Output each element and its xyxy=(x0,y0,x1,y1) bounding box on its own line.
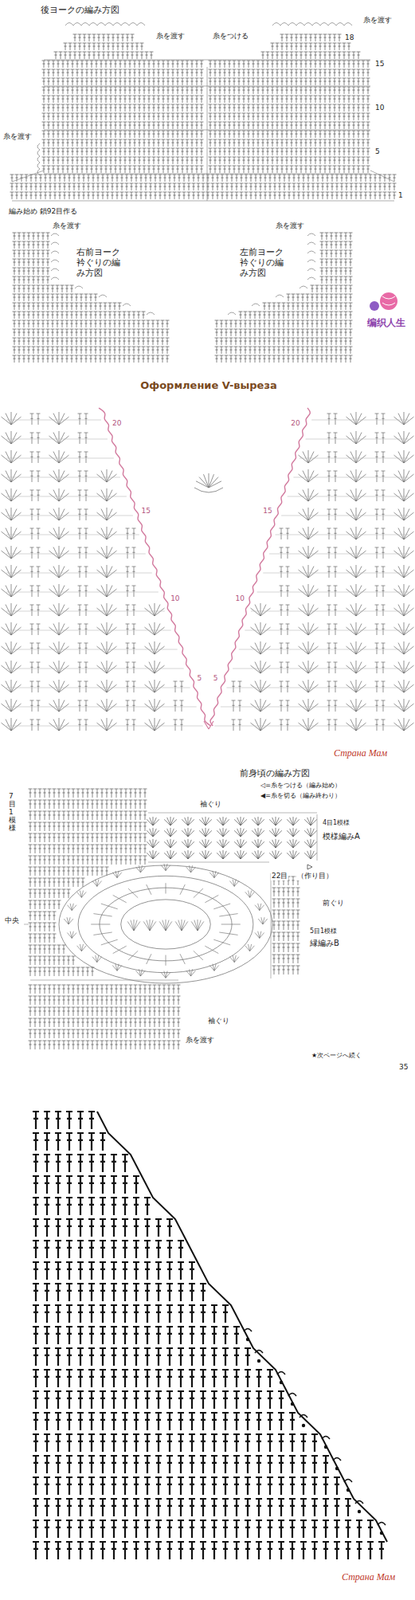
note: 糸を渡す xyxy=(155,31,186,41)
pattern-name: 模様編みA xyxy=(321,831,361,842)
slip-stitch xyxy=(357,1509,361,1513)
note: ★次ページへ続く xyxy=(310,1051,363,1060)
repeat-note: 7目1模様 xyxy=(7,792,17,832)
row-number: 10 xyxy=(374,103,385,113)
stitch-grid xyxy=(10,34,397,200)
note: 糸をつける xyxy=(211,31,250,41)
chain-row xyxy=(6,419,409,726)
symbol-key: ◀=糸を切る（編み終わり） xyxy=(259,791,342,800)
row-number: 5 xyxy=(212,673,220,683)
note: 糸を渡す xyxy=(51,221,83,231)
watermark: 编织人生 xyxy=(366,317,407,329)
v-edge xyxy=(98,407,212,726)
row-number: 10 xyxy=(169,594,181,603)
chart-rule xyxy=(23,812,318,980)
symbol-key: ◁=糸をつける（編み始め） xyxy=(259,781,342,790)
yarn-ball xyxy=(369,301,380,311)
watermark: Страна Мам xyxy=(340,1570,396,1582)
fan-stitch xyxy=(63,863,267,978)
chart-title: 左前ヨーク 衿ぐりの編み方図 xyxy=(238,246,292,279)
row-number: 18 xyxy=(344,33,355,43)
chart-title: Оформление V-выреза xyxy=(139,379,278,392)
row-rule xyxy=(11,59,395,201)
row-number: 15 xyxy=(374,59,385,69)
pattern-name: 縁編みB xyxy=(309,938,341,948)
slip-stitch xyxy=(257,1358,261,1363)
motif-symbol xyxy=(194,473,224,493)
row-number: 15 xyxy=(262,506,273,516)
row-number: 20 xyxy=(289,418,301,428)
stitch-grid xyxy=(28,788,318,1050)
note: 糸を渡す xyxy=(274,221,306,231)
watermark: Страна Мам xyxy=(332,747,388,759)
chart-title: 右前ヨーク 衿ぐりの編み方図 xyxy=(75,246,129,279)
note: （作り目） xyxy=(296,871,334,881)
row-number: 5 xyxy=(195,673,203,683)
part-name: 袖ぐり xyxy=(207,1016,231,1026)
chart-title: 後ヨークの編み方図 xyxy=(39,4,121,16)
stitch-grid xyxy=(32,1111,385,1559)
stitch-count: 22目 xyxy=(270,871,289,881)
yarn-ball xyxy=(379,292,398,310)
chart-title: 前身頃の編み方図 xyxy=(238,767,311,779)
v-edge xyxy=(210,407,310,726)
row-number: 15 xyxy=(140,506,152,516)
chain-arc xyxy=(243,1328,386,1526)
chain-arc xyxy=(50,233,316,315)
row-number: 20 xyxy=(111,418,122,428)
note: 糸を渡す xyxy=(362,15,393,25)
row-number: 10 xyxy=(234,594,245,603)
start-mark xyxy=(307,864,313,870)
row-number: 1 xyxy=(397,191,404,200)
note: 糸を渡す xyxy=(2,132,33,141)
stitch-grid xyxy=(12,232,353,363)
v-point xyxy=(203,720,214,729)
fan-stitch xyxy=(1,411,415,731)
repeat-note: 5目1模様 xyxy=(309,927,338,936)
note: 糸を渡す xyxy=(184,1035,216,1045)
center-mark: 中央 xyxy=(3,916,20,925)
part-name: 袖ぐり xyxy=(199,799,223,809)
slip-stitch xyxy=(301,1423,306,1427)
repeat-note: 4目1模様 xyxy=(321,818,351,827)
decrease-line xyxy=(97,1111,388,1542)
chain-arc xyxy=(37,23,353,177)
row-number: 5 xyxy=(374,147,381,157)
note: 編み始め 鎖92目作る xyxy=(7,207,79,216)
yarn-line xyxy=(382,296,396,306)
page-number: 35 xyxy=(398,1062,409,1072)
part-name: 前ぐり xyxy=(321,898,345,908)
